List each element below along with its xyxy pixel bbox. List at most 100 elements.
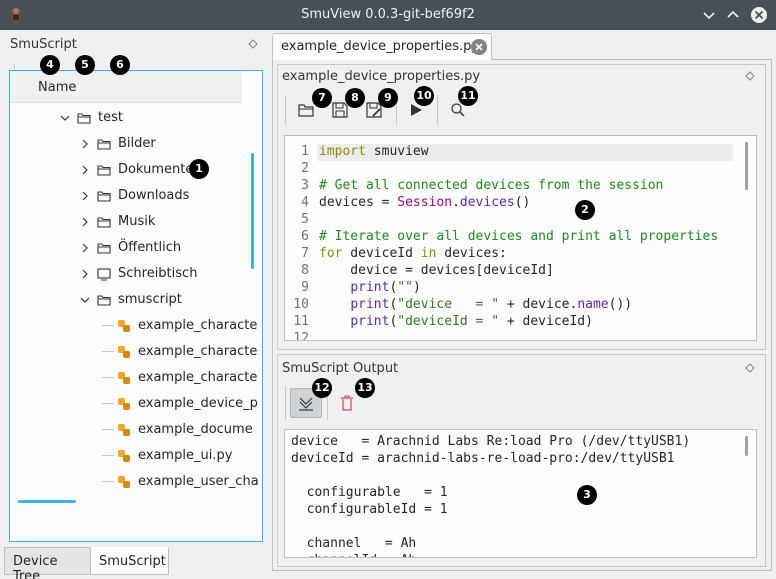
chevron-right-icon[interactable] [80,191,90,201]
python-file-icon [118,450,130,462]
tree-item[interactable]: example_characte [10,365,257,391]
tree-item[interactable]: Bilder [10,131,242,157]
tree-horizontal-scrollbar[interactable] [18,500,76,503]
window-title: SmuView 0.0.3-git-bef69f2 [301,7,475,22]
folder-open-icon [298,104,314,117]
save-as-icon [366,102,382,118]
tree-item[interactable]: example_user_cha [10,469,259,495]
chevron-right-icon[interactable] [80,269,90,279]
tree-branch-line [102,429,114,430]
smuscript-dock-title: SmuScript [10,37,77,52]
tree-item-label: Downloads [118,188,190,203]
callout-badge: 9 [378,88,398,108]
window-titlebar: SmuView 0.0.3-git-bef69f2 [0,0,776,30]
toolbar-separator [437,95,438,125]
line-number: 6 [301,229,309,244]
tree-item[interactable]: Downloads [10,183,242,209]
desktop-icon [97,268,111,281]
line-number: 4 [301,195,309,210]
output-console[interactable]: device = Arachnid Labs Re:load Pro (/dev… [284,429,757,558]
dock-float-icon[interactable] [248,39,258,49]
tree-item-label: example_ui.py [138,448,233,463]
save-as-button[interactable] [362,98,386,122]
line-number: 11 [293,314,309,329]
line-number: 8 [301,263,309,278]
output-line: channel = Ah [291,536,417,551]
code-text: print("device = " + device.name()) [350,297,633,312]
tree-item[interactable]: Schreibtisch [10,261,242,287]
chevron-right-icon[interactable] [80,217,90,227]
tree-item-label: Schreibtisch [118,266,198,281]
tree-vertical-scrollbar[interactable] [251,153,254,269]
folder-icon [97,165,111,176]
chevron-down-icon[interactable] [80,295,90,305]
tree-item-label: example_characte [138,318,258,333]
chevron-right-icon[interactable] [80,165,90,175]
maximize-icon[interactable] [724,6,742,24]
callout-badge: 3 [577,485,597,505]
close-window-icon[interactable] [750,6,768,24]
callout-badge: 11 [458,86,478,106]
current-line-highlight [317,144,733,161]
python-file-icon [118,346,130,358]
tree-item-label: smuscript [118,292,182,307]
clear-output-button[interactable] [335,391,359,415]
line-number: 1 [301,144,309,159]
code-vertical-scrollbar[interactable] [745,142,748,190]
tree-item[interactable]: smuscript [10,287,242,313]
callout-badge: 4 [40,55,60,75]
tree-item[interactable]: Dokumente [10,157,242,183]
line-number: 7 [301,246,309,261]
code-text: print("deviceId = " + deviceId) [350,314,593,329]
editor-file-tab-label: example_device_properties.py [281,39,480,54]
tree-item[interactable]: Musik [10,209,242,235]
editor-panel-title: example_device_properties.py [282,69,481,84]
toolbar-separator [285,386,286,420]
app-logo-icon [11,8,21,22]
python-file-icon [118,424,130,436]
tree-item-label: test [98,110,123,125]
chevron-right-icon[interactable] [80,243,90,253]
tree-item[interactable]: test [10,105,242,131]
tab-smuscript[interactable]: SmuScript [90,547,169,575]
code-text: # Iterate over all devices and print all… [319,229,719,244]
minimize-icon[interactable] [700,6,718,24]
folder-icon [77,113,91,124]
tree-item[interactable]: example_ui.py [10,443,242,469]
tree-item-label: Dokumente [118,162,194,177]
output-line: deviceId = arachnid-labs-re-load-pro:/de… [291,451,675,466]
code-text: for deviceId in devices: [319,246,507,261]
open-file-button[interactable] [294,98,318,122]
close-tab-icon[interactable] [471,39,487,55]
trash-icon [341,395,353,411]
line-number: 2 [301,161,309,176]
run-button[interactable] [404,98,428,122]
chevron-right-icon[interactable] [80,139,90,149]
find-button[interactable] [446,98,470,122]
save-button[interactable] [328,98,352,122]
tree-branch-line [102,351,114,352]
tree-item[interactable]: example_docume [10,417,253,443]
callout-badge: 10 [414,86,434,106]
tab-device-tree[interactable]: Device Tree [4,547,91,579]
play-icon [411,104,422,116]
output-line: configurable = 1 [291,485,448,500]
tree-column-header[interactable]: Name [10,71,242,103]
output-vertical-scrollbar[interactable] [745,436,748,456]
tree-item[interactable]: example_characte [10,339,257,365]
tree-branch-line [102,403,114,404]
chevron-down-icon[interactable] [60,113,70,123]
tree-item[interactable]: example_characte [10,313,257,339]
output-panel-title: SmuScript Output [282,361,399,376]
tree-item[interactable]: example_device_p [10,391,258,417]
editor-file-tab[interactable]: example_device_properties.py [272,33,492,60]
tree-item[interactable]: Öffentlich [10,235,242,261]
line-number: 10 [293,297,309,312]
save-icon [332,102,348,118]
dock-float-icon[interactable] [745,363,755,373]
output-line: configurableId = 1 [291,502,448,517]
dock-float-icon[interactable] [745,71,755,81]
tree-branch-line [102,377,114,378]
